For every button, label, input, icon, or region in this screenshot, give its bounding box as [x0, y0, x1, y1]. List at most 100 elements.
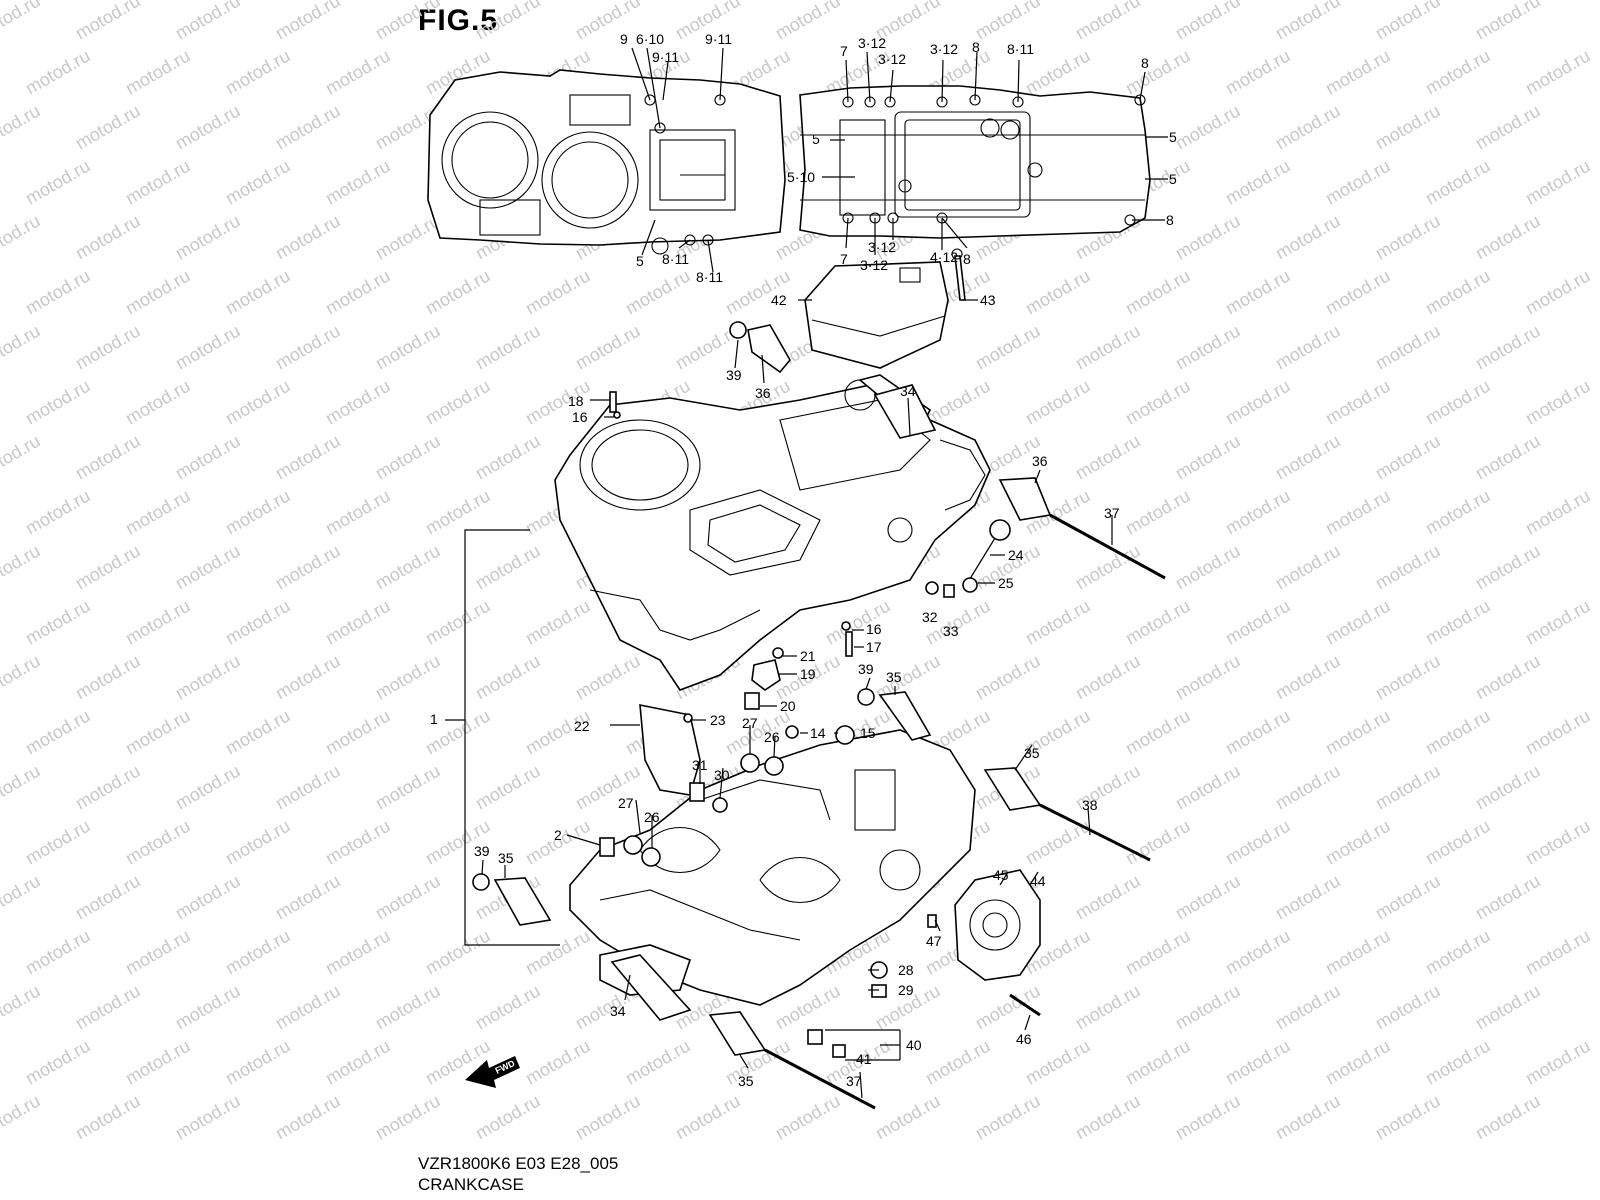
- callout-45: 45: [993, 867, 1009, 883]
- watermark-text: motod.ru: [1272, 761, 1344, 814]
- watermark-text: motod.ru: [1372, 761, 1444, 814]
- watermark-text: motod.ru: [1022, 816, 1094, 869]
- watermark-text: motod.ru: [1222, 596, 1294, 649]
- watermark-text: motod.ru: [1222, 156, 1294, 209]
- watermark-text: motod.ru: [22, 706, 94, 759]
- watermark-text: motod.ru: [272, 761, 344, 814]
- callout-23: 23: [710, 712, 726, 728]
- callout-7: 7: [840, 251, 848, 267]
- watermark-text: motod.ru: [0, 871, 44, 924]
- callout-5: 5: [636, 253, 644, 269]
- watermark-text: motod.ru: [1472, 1091, 1544, 1144]
- watermark-text: motod.ru: [322, 706, 394, 759]
- watermark-text: motod.ru: [1472, 101, 1544, 154]
- watermark-text: motod.ru: [522, 926, 594, 979]
- watermark-text: motod.ru: [372, 761, 444, 814]
- watermark-text: motod.ru: [1222, 816, 1294, 869]
- watermark-text: motod.ru: [522, 266, 594, 319]
- callout-31: 31: [692, 757, 708, 773]
- watermark-text: motod.ru: [172, 1091, 244, 1144]
- watermark-text: motod.ru: [122, 596, 194, 649]
- watermark-text: motod.ru: [1072, 1091, 1144, 1144]
- watermark-text: motod.ru: [222, 266, 294, 319]
- watermark-text: motod.ru: [1122, 1036, 1194, 1089]
- watermark-text: motod.ru: [272, 1091, 344, 1144]
- watermark-text: motod.ru: [1072, 321, 1144, 374]
- callout-28: 28: [898, 962, 914, 978]
- watermark-text: motod.ru: [1272, 321, 1344, 374]
- watermark-text: motod.ru: [1172, 981, 1244, 1034]
- watermark-text: motod.ru: [172, 761, 244, 814]
- watermark-text: motod.ru: [1222, 926, 1294, 979]
- callout-17: 17: [866, 639, 882, 655]
- watermark-text: motod.ru: [1472, 431, 1544, 484]
- watermark-text: motod.ru: [122, 266, 194, 319]
- watermark-text: motod.ru: [1472, 981, 1544, 1034]
- callout-30: 30: [714, 767, 730, 783]
- watermark-text: motod.ru: [72, 981, 144, 1034]
- watermark-text: motod.ru: [622, 1036, 694, 1089]
- watermark-text: motod.ru: [172, 871, 244, 924]
- callout-9: 9: [620, 31, 628, 47]
- callout-1: 1: [430, 711, 438, 727]
- watermark-text: motod.ru: [1322, 486, 1394, 539]
- watermark-text: motod.ru: [1022, 376, 1094, 429]
- watermark-text: motod.ru: [122, 376, 194, 429]
- watermark-text: motod.ru: [1272, 1091, 1344, 1144]
- lower-case-bottom-view: [799, 85, 1151, 239]
- watermark-text: motod.ru: [1422, 266, 1494, 319]
- callout-32: 32: [922, 609, 938, 625]
- watermark-text: motod.ru: [372, 1091, 444, 1144]
- watermark-text: motod.ru: [1372, 431, 1444, 484]
- watermark-text: motod.ru: [1172, 541, 1244, 594]
- watermark-text: motod.ru: [1522, 156, 1594, 209]
- watermark-text: motod.ru: [322, 156, 394, 209]
- watermark-text: motod.ru: [272, 981, 344, 1034]
- watermark-text: motod.ru: [0, 651, 44, 704]
- watermark-text: motod.ru: [322, 266, 394, 319]
- watermark-text: motod.ru: [1272, 431, 1344, 484]
- watermark-text: motod.ru: [972, 651, 1044, 704]
- watermark-text: motod.ru: [1222, 486, 1294, 539]
- watermark-text: motod.ru: [1522, 376, 1594, 429]
- watermark-text: motod.ru: [222, 486, 294, 539]
- watermark-text: motod.ru: [1472, 0, 1544, 43]
- watermark-text: motod.ru: [372, 541, 444, 594]
- watermark-text: motod.ru: [1372, 651, 1444, 704]
- callout-5: 5: [1169, 171, 1177, 187]
- callout-5-10: 5·10: [787, 169, 815, 185]
- callout-35: 35: [886, 669, 902, 685]
- callout-37: 37: [846, 1073, 862, 1089]
- watermark-text: motod.ru: [1522, 816, 1594, 869]
- watermark-text: motod.ru: [372, 981, 444, 1034]
- watermark-text: motod.ru: [1272, 981, 1344, 1034]
- callout-14: 14: [810, 725, 826, 741]
- watermark-text: motod.ru: [972, 0, 1044, 43]
- watermark-text: motod.ru: [122, 46, 194, 99]
- watermark-text: motod.ru: [1422, 46, 1494, 99]
- callout-42: 42: [771, 292, 787, 308]
- watermark-text: motod.ru: [1272, 0, 1344, 43]
- watermark-text: motod.ru: [1222, 266, 1294, 319]
- watermark-text: motod.ru: [472, 981, 544, 1034]
- watermark-text: motod.ru: [0, 1091, 44, 1144]
- watermark-text: motod.ru: [1172, 101, 1244, 154]
- callout-4-12: 4·12: [930, 249, 958, 265]
- watermark-text: motod.ru: [322, 46, 394, 99]
- callout-8: 8: [972, 39, 980, 55]
- watermark-text: motod.ru: [222, 816, 294, 869]
- callout-46: 46: [1016, 1031, 1032, 1047]
- watermark-text: motod.ru: [1222, 1036, 1294, 1089]
- watermark-text: motod.ru: [1122, 706, 1194, 759]
- callout-19: 19: [800, 666, 816, 682]
- callout-16: 16: [866, 621, 882, 637]
- watermark-text: motod.ru: [222, 376, 294, 429]
- watermark-text: motod.ru: [172, 321, 244, 374]
- watermark-text: motod.ru: [1372, 871, 1444, 924]
- callout-2: 2: [554, 827, 562, 843]
- watermark-text: motod.ru: [1472, 871, 1544, 924]
- watermark-text: motod.ru: [1022, 596, 1094, 649]
- watermark-text: motod.ru: [72, 431, 144, 484]
- watermark-text: motod.ru: [1222, 46, 1294, 99]
- watermark-text: motod.ru: [22, 486, 94, 539]
